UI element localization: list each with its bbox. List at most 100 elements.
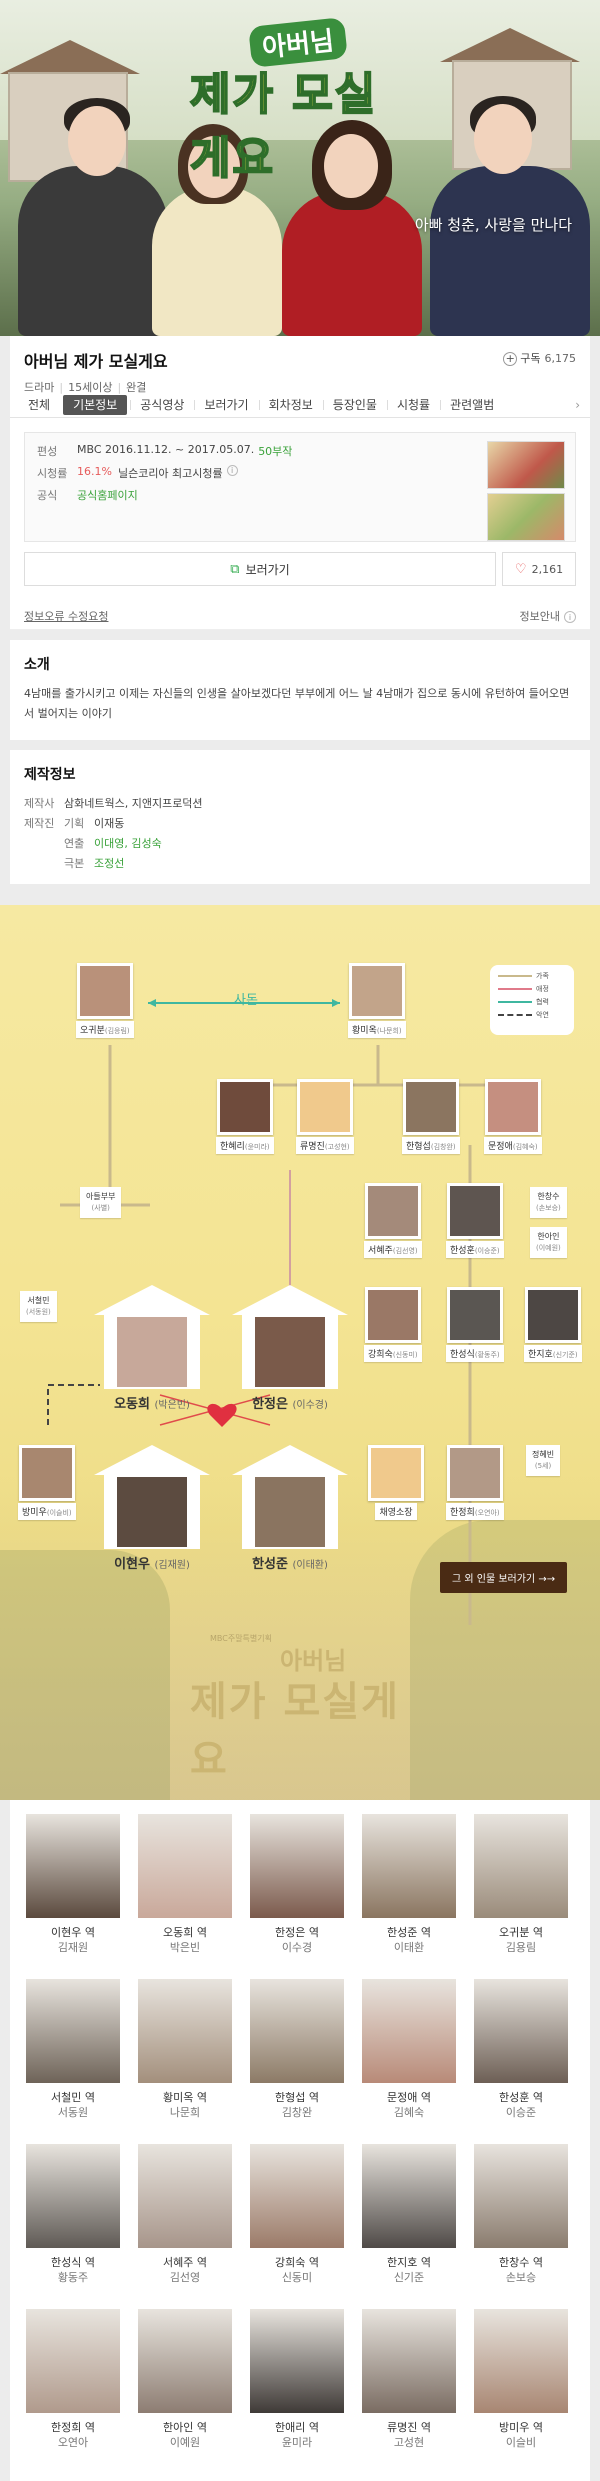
cast-photo[interactable] <box>362 2144 456 2248</box>
cast-actor[interactable]: 김창완 <box>281 2106 313 2119</box>
char-node[interactable]: 류명진(고성현) <box>296 1079 354 1154</box>
script-value[interactable]: 조정선 <box>94 857 125 870</box>
poster-thumb-2[interactable] <box>487 493 565 541</box>
char-node[interactable]: 한성식(황동주) <box>446 1287 504 1362</box>
char-node[interactable]: 채영소장 <box>368 1445 424 1520</box>
like-button[interactable]: ♡ 2,161 <box>502 552 576 586</box>
main-char-house[interactable]: 한정은 (이수경) <box>232 1285 348 1412</box>
char-node[interactable]: 서혜주(김선영) <box>364 1183 422 1258</box>
char-node[interactable]: 문정애(김혜숙) <box>484 1079 542 1154</box>
cast-actor[interactable]: 이예원 <box>169 2436 201 2449</box>
cast-photo[interactable] <box>250 1979 344 2083</box>
cast-photo[interactable] <box>26 1979 120 2083</box>
cast-actor[interactable]: 김혜숙 <box>393 2106 425 2119</box>
tab-ratings[interactable]: 시청률 <box>386 392 440 418</box>
cast-photo[interactable] <box>250 2144 344 2248</box>
cast-photo[interactable] <box>474 1814 568 1918</box>
char-node[interactable]: 한혜리(윤미라) <box>216 1079 274 1154</box>
genre-link[interactable]: 드라마 <box>24 381 55 394</box>
watch-button[interactable]: ⧉ 보러가기 <box>24 552 496 586</box>
report-error-link[interactable]: 정보오류 수정요청 <box>24 610 109 623</box>
more-characters-button[interactable]: 그 외 인물 보러가기 →→ <box>440 1562 568 1593</box>
cast-photo[interactable] <box>138 2309 232 2413</box>
cast-actor[interactable]: 서동원 <box>57 2106 89 2119</box>
main-char-house[interactable]: 한성준 (이태환) <box>232 1445 348 1572</box>
cast-photo[interactable] <box>138 2144 232 2248</box>
cast-actor[interactable]: 손보승 <box>505 2271 537 2284</box>
cast-photo[interactable] <box>362 2309 456 2413</box>
tab-basic-info[interactable]: 기본정보 <box>63 394 128 415</box>
char-node[interactable]: 한지호(신기준) <box>524 1287 582 1362</box>
cast-actor[interactable]: 나문희 <box>169 2106 201 2119</box>
info-icon[interactable]: i <box>226 465 238 476</box>
cast-photo[interactable] <box>250 1814 344 1918</box>
tab-all[interactable]: 전체 <box>28 397 51 412</box>
char-node[interactable]: 한형섭(김창완) <box>402 1079 460 1154</box>
direct-value[interactable]: 이대영, 김성숙 <box>94 837 162 850</box>
cast-photo[interactable] <box>474 2309 568 2413</box>
char-node[interactable]: 방미우(이슬비) <box>18 1445 76 1520</box>
cast-actor[interactable]: 김선영 <box>169 2271 201 2284</box>
cast-actor[interactable]: 이슬비 <box>505 2436 537 2449</box>
tab-characters[interactable]: 등장인물 <box>322 392 387 418</box>
cast-actor[interactable]: 오연아 <box>57 2436 89 2449</box>
tab-albums[interactable]: 관련앨범 <box>440 392 504 418</box>
cast-actor[interactable]: 이태환 <box>393 1941 425 1954</box>
char-node[interactable]: 오귀분(김응림) <box>76 963 134 1038</box>
cast-actor[interactable]: 김용림 <box>505 1941 537 1954</box>
cast-photo[interactable] <box>26 2309 120 2413</box>
cast-photo[interactable] <box>138 1979 232 2083</box>
tab-official-video[interactable]: 공식영상 <box>130 392 194 418</box>
cast-photo[interactable] <box>26 2144 120 2248</box>
cast-photo[interactable] <box>362 1814 456 1918</box>
cast-actor[interactable]: 이수경 <box>281 1941 313 1954</box>
official-link[interactable]: 공식홈페이지 <box>77 489 138 502</box>
chevron-right-icon[interactable]: › <box>575 398 580 412</box>
main-char-house[interactable]: 오동희 (박은빈) <box>94 1285 210 1412</box>
cast-photo[interactable] <box>474 2144 568 2248</box>
tab-watch[interactable]: 보러가기 <box>194 392 258 418</box>
char-node[interactable]: 강희숙(신동미) <box>364 1287 422 1362</box>
cast-actor[interactable]: 고성현 <box>393 2436 425 2449</box>
char-node[interactable]: 한성훈(이승준) <box>446 1183 504 1258</box>
cast-actor[interactable]: 김재원 <box>57 1941 89 1954</box>
cast-actor[interactable]: 신기준 <box>393 2271 425 2284</box>
char-node[interactable]: 한정희(오연아) <box>446 1445 504 1520</box>
cast-photo[interactable] <box>26 1814 120 1918</box>
cast-actor[interactable]: 신동미 <box>281 2271 313 2284</box>
cast-photo[interactable] <box>250 2309 344 2413</box>
cast-actor[interactable]: 이승준 <box>505 2106 537 2119</box>
poster-thumb-1[interactable] <box>487 441 565 489</box>
main-char-house[interactable]: 이현우 (김재원) <box>94 1445 210 1572</box>
char-node[interactable]: 황미옥(나문희) <box>348 963 406 1038</box>
cast-photo[interactable] <box>138 1814 232 1918</box>
cast-actor[interactable]: 박은빈 <box>169 1941 201 1954</box>
tab-episodes[interactable]: 회차정보 <box>258 392 323 418</box>
cast-photo[interactable] <box>362 1979 456 2083</box>
cast-photo[interactable] <box>474 1979 568 2083</box>
cast-actor[interactable]: 윤미라 <box>281 2436 313 2449</box>
cast-actor[interactable]: 황동주 <box>57 2271 89 2284</box>
